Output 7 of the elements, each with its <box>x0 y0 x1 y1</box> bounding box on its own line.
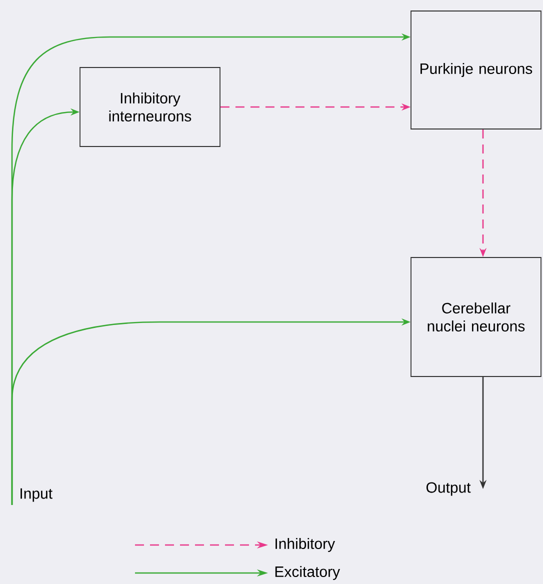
input-label: Input <box>20 488 52 502</box>
legend-label: Inhibitory <box>276 538 336 552</box>
process-box: Purkinje neurons <box>410 10 542 130</box>
process-box: Inhibitory interneurons <box>80 67 220 147</box>
legend-label: Excitatory <box>275 566 340 580</box>
process-box: Cerebellar nuclei neurons <box>410 257 542 377</box>
output-label: Output <box>426 482 471 496</box>
